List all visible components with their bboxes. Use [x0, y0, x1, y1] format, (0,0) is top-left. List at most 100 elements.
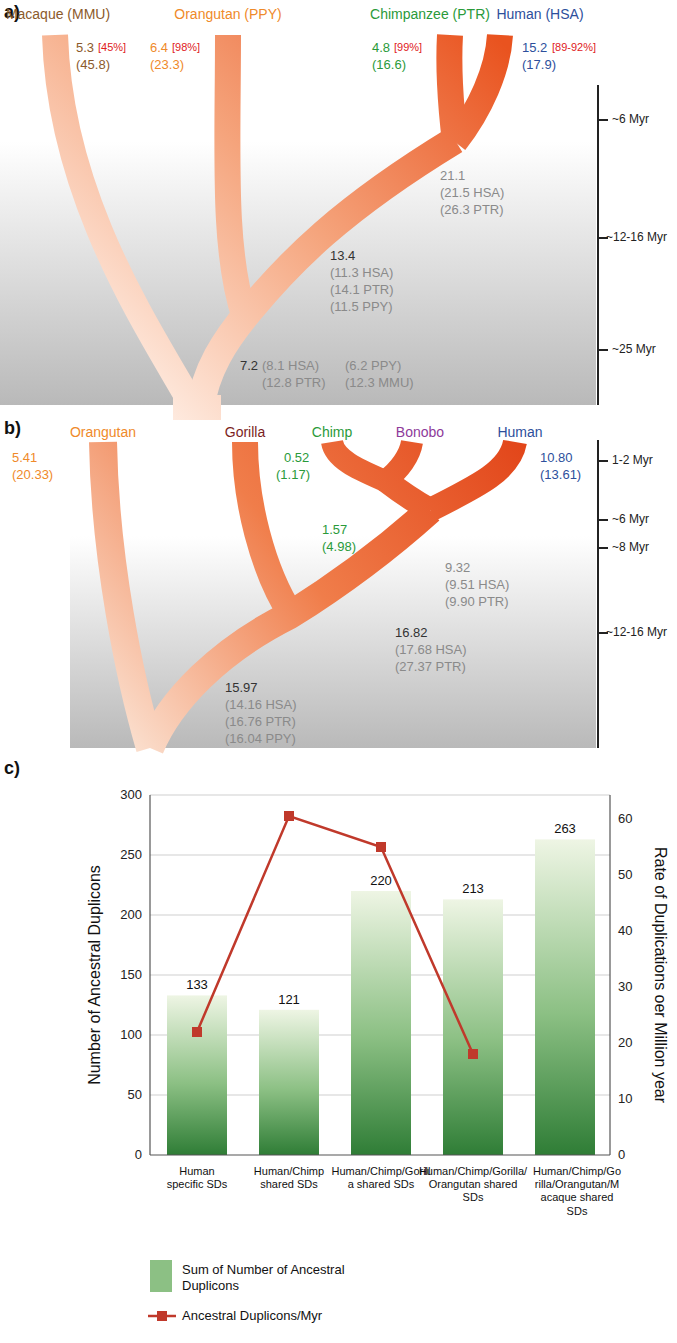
bar-value: 263	[554, 821, 576, 837]
time-label: 1-2 Myr	[612, 453, 653, 467]
tick-label: 20	[618, 1035, 632, 1051]
category-label: Human/Chimp shared SDs	[245, 1165, 333, 1191]
species-label: Orangutan	[70, 424, 136, 441]
branch-value: 16.82	[395, 625, 428, 641]
rate-line	[192, 811, 478, 1059]
species-label: Human (HSA)	[496, 6, 583, 23]
time-label: ~12-16 Myr	[606, 625, 667, 639]
branch-value: (16.6)	[372, 57, 406, 73]
branch-value: 15.97	[225, 680, 258, 696]
time-label: ~12-16 Myr	[606, 230, 667, 244]
percent-value: [98%]	[172, 41, 200, 54]
time-axis	[598, 440, 608, 748]
tick-label: 100	[120, 1027, 142, 1043]
branch-value: (9.51 HSA)	[445, 577, 509, 593]
branch-value: (17.9)	[522, 57, 556, 73]
branch-value: (9.90 PTR)	[445, 594, 509, 610]
branch-value: 6.4	[150, 40, 168, 56]
tree-b	[103, 442, 515, 748]
tick-label: 50	[618, 867, 632, 883]
tick-label: 0	[618, 1147, 625, 1163]
branch-value: (1.17)	[276, 467, 310, 483]
branch-value: (14.1 PTR)	[330, 282, 394, 298]
branch-value: (23.3)	[150, 57, 184, 73]
time-label: ~25 Myr	[612, 342, 656, 356]
species-label: Chimpanzee (PTR)	[370, 6, 490, 23]
branch-value: (8.1 HSA)	[262, 358, 319, 374]
branch-value: (12.8 PTR)	[262, 375, 326, 391]
percent-value: [45%]	[98, 41, 126, 54]
species-label: Bonobo	[396, 424, 444, 441]
category-label: Human/Chimp/Gorilla/Orangutan/Macaque sh…	[532, 1165, 622, 1218]
bar-value: 213	[462, 881, 484, 897]
branch-value: (12.3 MMU)	[345, 375, 414, 391]
branch-value: (45.8)	[76, 57, 110, 73]
species-label: Human	[497, 424, 542, 441]
percent-value: [89-92%]	[552, 41, 596, 54]
species-label: Gorilla	[225, 424, 265, 441]
time-label: ~8 Myr	[612, 540, 649, 554]
bar-value: 220	[370, 873, 392, 889]
bar-value: 121	[278, 992, 300, 1008]
panel-ground	[70, 422, 596, 748]
tree-a	[55, 35, 500, 420]
branch-value: (16.04 PPY)	[225, 731, 296, 747]
branch-value: (16.76 PTR)	[225, 714, 296, 730]
branch-value: (14.16 HSA)	[225, 697, 297, 713]
tick-label: 60	[618, 811, 632, 827]
species-label: Orangutan (PPY)	[174, 6, 281, 23]
panel-letter: c)	[4, 758, 20, 780]
percent-value: [99%]	[394, 41, 422, 54]
branch-value: (21.5 HSA)	[440, 185, 504, 201]
branch-value: 5.3	[76, 40, 94, 56]
branch-value: 5.41	[12, 450, 37, 466]
species-label: Macaque (MMU)	[6, 6, 110, 23]
branch-value: (17.68 HSA)	[395, 642, 467, 658]
branch-value: 0.52	[284, 450, 309, 466]
branch-value: 21.1	[440, 168, 465, 184]
branch-value: 10.80	[540, 450, 573, 466]
tick-label: 50	[128, 1087, 142, 1103]
tick-label: 0	[135, 1147, 142, 1163]
branch-value: (4.98)	[322, 539, 356, 555]
category-label: Human specific SDs	[161, 1165, 233, 1191]
branch-value: (13.61)	[540, 467, 581, 483]
tick-label: 30	[618, 979, 632, 995]
time-axis	[598, 85, 608, 405]
bars	[167, 839, 595, 1155]
chart-axes	[150, 795, 610, 1155]
panel-letter: b)	[4, 418, 21, 440]
branch-value: (20.33)	[12, 467, 53, 483]
tick-label: 40	[618, 923, 632, 939]
branch-value: 7.2	[240, 358, 258, 374]
tick-label: 250	[120, 847, 142, 863]
branch-value: 1.57	[322, 522, 347, 538]
tick-label: 300	[120, 787, 142, 803]
legend-text: Ancestral Duplicons/Myr	[182, 1308, 362, 1324]
legend-swatch	[150, 1260, 172, 1292]
tick-label: 200	[120, 907, 142, 923]
branch-value: 13.4	[330, 248, 355, 264]
time-label: ~6 Myr	[612, 512, 649, 526]
branch-value: (6.2 PPY)	[345, 358, 401, 374]
species-label: Chimp	[312, 424, 352, 441]
tick-label: 150	[120, 967, 142, 983]
axis-title: Rate of Duplications oer Million year	[650, 847, 669, 1103]
tick-label: 10	[618, 1091, 632, 1107]
branch-value: 4.8	[372, 40, 390, 56]
branch-value: (11.3 HSA)	[330, 265, 393, 281]
legend-line-sample	[148, 1311, 176, 1321]
branch-value: (11.5 PPY)	[330, 299, 393, 315]
axis-title: Number of Ancestral Duplicons	[85, 865, 104, 1085]
branch-value: (27.37 PTR)	[395, 659, 466, 675]
legend-text: Sum of Number of Ancestral Duplicons	[182, 1262, 362, 1293]
branch-value: 9.32	[445, 560, 470, 576]
category-label: Human/Chimp/Gorilla shared SDs	[331, 1165, 431, 1191]
time-label: ~6 Myr	[612, 112, 649, 126]
category-label: Human/Chimp/Gorilla/Orangutan shared SDs	[417, 1165, 529, 1205]
branch-value: (26.3 PTR)	[440, 202, 504, 218]
branch-value: 15.2	[522, 40, 547, 56]
bar-value: 133	[186, 977, 208, 993]
